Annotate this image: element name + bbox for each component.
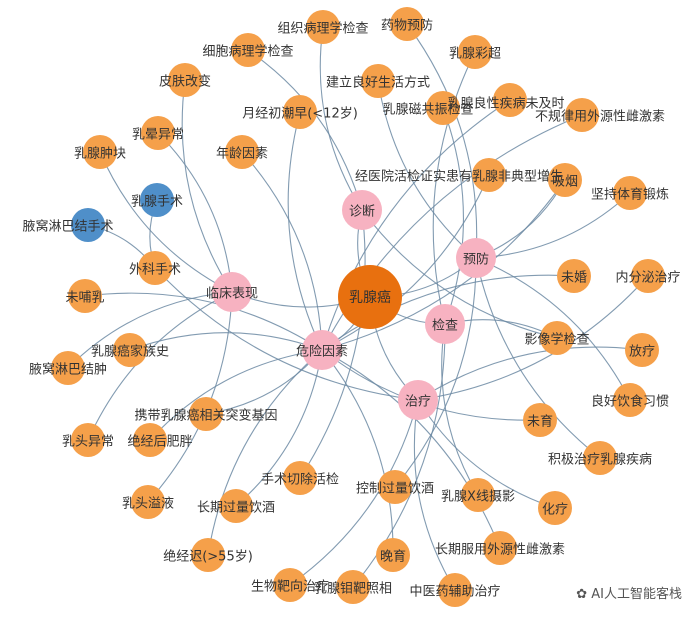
graph-node-leaf[interactable] xyxy=(71,423,105,457)
graph-node-leaf[interactable] xyxy=(461,478,495,512)
graph-edge xyxy=(321,349,394,556)
graph-node-category[interactable] xyxy=(425,304,465,344)
graph-node-leaf[interactable] xyxy=(438,573,472,607)
graph-node-category[interactable] xyxy=(456,238,496,278)
graph-edge xyxy=(289,399,419,586)
graph-edge xyxy=(87,291,233,441)
graph-edge xyxy=(475,257,631,401)
graph-node-leaf[interactable] xyxy=(83,135,117,169)
graph-edge xyxy=(241,151,323,351)
graph-node-category[interactable] xyxy=(302,330,342,370)
graph-node-category[interactable] xyxy=(398,380,438,420)
graph-edge xyxy=(417,399,556,509)
graph-node-leaf[interactable] xyxy=(540,321,574,355)
graph-node-leaf[interactable] xyxy=(631,259,665,293)
graph-node-leaf[interactable] xyxy=(191,538,225,572)
wechat-icon: ✿ xyxy=(576,587,592,602)
graph-node-leaf[interactable] xyxy=(141,116,175,150)
graph-node-leaf[interactable] xyxy=(219,489,253,523)
graph-node-leaf[interactable] xyxy=(273,568,307,602)
graph-node-leaf[interactable] xyxy=(133,423,167,457)
graph-node-leaf[interactable] xyxy=(565,98,599,132)
graph-edge xyxy=(321,349,501,549)
graph-node-leaf[interactable] xyxy=(283,95,317,129)
graph-node-leaf[interactable] xyxy=(68,279,102,313)
graph-node-leaf[interactable] xyxy=(538,491,572,525)
nodes-layer xyxy=(51,7,665,607)
graph-node-leaf[interactable] xyxy=(458,35,492,69)
graph-edge xyxy=(352,323,446,588)
graph-edge xyxy=(299,209,366,479)
graph-node-surgery[interactable] xyxy=(140,183,174,217)
graph-node-leaf[interactable] xyxy=(472,158,506,192)
graph-node-leaf[interactable] xyxy=(613,383,647,417)
graph-node-leaf[interactable] xyxy=(483,531,517,565)
graph-edge xyxy=(129,332,323,351)
graph-node-category[interactable] xyxy=(342,190,382,230)
graph-node-leaf[interactable] xyxy=(376,538,410,572)
graph-node-leaf[interactable] xyxy=(336,570,370,604)
graph-node-leaf[interactable] xyxy=(138,251,172,285)
graph-node-category[interactable] xyxy=(212,272,252,312)
graph-edge xyxy=(394,257,477,488)
graph-edge xyxy=(475,192,631,259)
graph-edge xyxy=(361,209,558,339)
graph-edge xyxy=(321,179,566,351)
graph-edge xyxy=(287,111,323,351)
graph-node-root[interactable] xyxy=(338,265,402,329)
graph-node-leaf[interactable] xyxy=(225,135,259,169)
graph-node-leaf[interactable] xyxy=(306,10,340,44)
graph-edge xyxy=(181,79,233,293)
graph-node-leaf[interactable] xyxy=(493,83,527,117)
graph-edge xyxy=(235,349,323,507)
graph-node-leaf[interactable] xyxy=(231,33,265,67)
graph-node-leaf[interactable] xyxy=(168,63,202,97)
graph-edge xyxy=(247,49,363,211)
graph-node-leaf[interactable] xyxy=(283,461,317,495)
graph-edge xyxy=(157,132,233,293)
graph-edge xyxy=(67,291,233,369)
graph-node-leaf[interactable] xyxy=(131,485,165,519)
graph-edge xyxy=(432,51,476,325)
watermark: ✿ AI人工智能客栈 xyxy=(576,587,682,602)
graph-edge xyxy=(321,99,511,351)
graph-edge xyxy=(321,274,575,351)
graph-node-leaf[interactable] xyxy=(378,470,412,504)
graph-edge xyxy=(475,257,601,459)
graph-edge xyxy=(84,292,323,351)
graph-node-leaf[interactable] xyxy=(390,7,424,41)
graph-node-leaf[interactable] xyxy=(583,441,617,475)
graph-edge xyxy=(319,26,363,211)
graph-node-leaf[interactable] xyxy=(426,91,460,125)
graph-node-leaf[interactable] xyxy=(548,163,582,197)
graph-edge xyxy=(321,174,490,351)
graph-node-leaf[interactable] xyxy=(361,64,395,98)
graph-edge xyxy=(377,80,477,259)
graph-edge xyxy=(154,267,419,401)
graph-node-leaf[interactable] xyxy=(613,176,647,210)
graph-edge xyxy=(442,107,464,325)
graph-node-leaf[interactable] xyxy=(51,351,85,385)
graph-edge xyxy=(413,399,456,591)
graph-edge xyxy=(99,151,233,293)
graph-edge xyxy=(207,349,323,556)
graph-edge xyxy=(149,349,323,441)
graph-edge xyxy=(441,323,479,496)
graph-edge xyxy=(147,291,233,503)
graph-node-leaf[interactable] xyxy=(113,333,147,367)
graph-node-leaf[interactable] xyxy=(189,397,223,431)
graph-edge xyxy=(417,346,643,401)
graph-node-surgery[interactable] xyxy=(71,208,105,242)
graph-node-leaf[interactable] xyxy=(557,259,591,293)
graph-node-leaf[interactable] xyxy=(625,333,659,367)
graph-node-leaf[interactable] xyxy=(523,403,557,437)
graph-edge xyxy=(417,275,649,401)
